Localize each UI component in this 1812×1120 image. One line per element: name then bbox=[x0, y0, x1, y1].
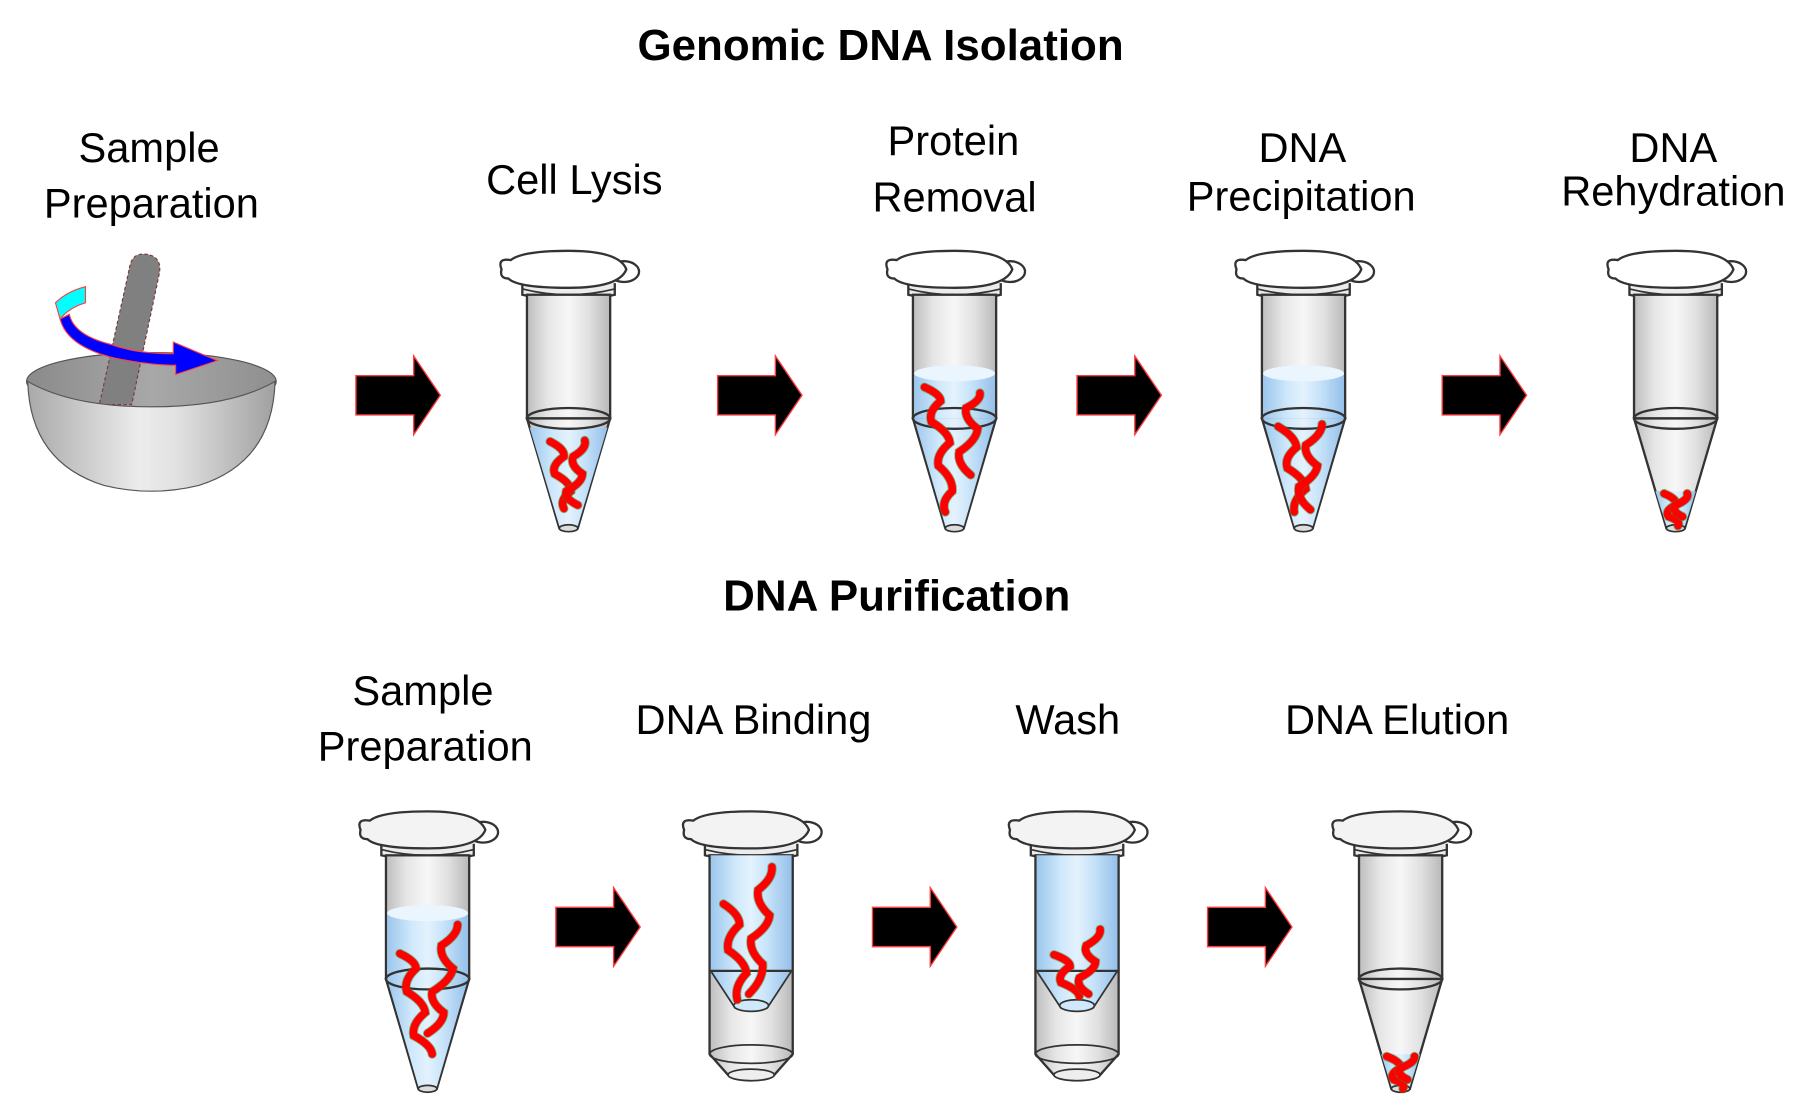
filter-membrane bbox=[732, 998, 770, 1013]
pestle bbox=[98, 253, 161, 406]
arrow-shape bbox=[871, 885, 958, 969]
mortar-and-pestle-icon bbox=[26, 253, 277, 492]
tube-rim bbox=[384, 967, 471, 991]
dna-strand bbox=[920, 383, 957, 516]
right-arrow-icon bbox=[555, 885, 642, 969]
step-label-line: Protein bbox=[887, 117, 1019, 164]
filter-membrane bbox=[1058, 998, 1096, 1013]
step-label-line: Sample bbox=[352, 667, 493, 714]
tube-cap bbox=[1606, 249, 1748, 302]
liquid bbox=[529, 427, 608, 526]
step-label-sample-preparation-2: Sample Preparation bbox=[318, 667, 533, 769]
tube-dna-elution bbox=[1331, 810, 1473, 1094]
dna-strand bbox=[745, 863, 776, 998]
step-label-line: Removal bbox=[872, 174, 1036, 221]
arrow-shape bbox=[355, 353, 442, 437]
dna-strand bbox=[719, 900, 751, 1004]
right-arrow-icon bbox=[1206, 885, 1293, 969]
right-arrow-icon bbox=[716, 353, 803, 437]
tube-dna-rehydration bbox=[1606, 249, 1748, 533]
dna-strand bbox=[955, 389, 984, 479]
tube-sample-preparation-2 bbox=[358, 810, 500, 1094]
step-label-line: Wash bbox=[1015, 696, 1120, 743]
spin-column-wash bbox=[1007, 810, 1149, 1082]
dna-strand bbox=[1660, 489, 1683, 530]
step-label-cell-lysis: Cell Lysis bbox=[486, 156, 662, 203]
dna-strand bbox=[1382, 1052, 1408, 1093]
step-label-line: Preparation bbox=[44, 179, 259, 226]
section-title-dna-purification: DNA Purification bbox=[723, 571, 1070, 620]
arrow-shape bbox=[1076, 353, 1163, 437]
arrow-shape bbox=[1206, 885, 1293, 969]
arrows-layer bbox=[355, 353, 1528, 969]
step-label-line: Sample bbox=[79, 124, 220, 171]
step-label-line: DNA Binding bbox=[636, 696, 872, 743]
tube-cap bbox=[885, 249, 1027, 302]
dna-strand bbox=[1074, 925, 1104, 998]
motion-arrow-tail bbox=[54, 285, 87, 321]
tube-body bbox=[1632, 293, 1719, 420]
dna-strand bbox=[1670, 489, 1692, 521]
tube-cell-lysis bbox=[499, 249, 641, 533]
tube-rim bbox=[1632, 406, 1719, 430]
tubes-layer bbox=[358, 249, 1748, 1094]
right-arrow-icon bbox=[871, 885, 958, 969]
step-label-line: DNA bbox=[1629, 124, 1717, 171]
tube-cap bbox=[1234, 249, 1376, 302]
arrow-shape bbox=[716, 353, 803, 437]
tube-body bbox=[1357, 854, 1444, 981]
tube-rim bbox=[1357, 967, 1444, 991]
spin-column-dna-binding bbox=[681, 810, 823, 1082]
tube-rim bbox=[911, 406, 998, 430]
step-label-line: Rehydration bbox=[1561, 168, 1785, 215]
tube-dna-precipitation bbox=[1234, 249, 1376, 533]
dna-strands bbox=[1049, 924, 1105, 1001]
dna-strands bbox=[395, 920, 463, 1059]
tube-rim bbox=[1260, 406, 1347, 430]
step-label-dna-elution: DNA Elution bbox=[1285, 696, 1509, 743]
tube-cap bbox=[1331, 810, 1473, 863]
tube-protein-removal bbox=[885, 249, 1027, 533]
step-label-wash: Wash bbox=[1015, 696, 1120, 743]
dna-strands bbox=[1659, 488, 1693, 531]
right-arrow-icon bbox=[1076, 353, 1163, 437]
dna-strands bbox=[718, 862, 777, 1005]
arrow-shape bbox=[1441, 353, 1528, 437]
dna-strands bbox=[1273, 419, 1327, 517]
dna-strands bbox=[545, 435, 590, 514]
tube-cap bbox=[1007, 810, 1149, 863]
step-label-protein-removal: Protein Removal bbox=[872, 117, 1036, 221]
motion-arrow bbox=[59, 313, 219, 376]
right-arrow-icon bbox=[355, 353, 442, 437]
step-label-dna-binding: DNA Binding bbox=[636, 696, 872, 743]
dna-strand bbox=[396, 949, 436, 1058]
tube-body bbox=[525, 293, 612, 420]
step-label-line: Cell Lysis bbox=[486, 156, 662, 203]
dna-strands bbox=[1382, 1051, 1420, 1094]
step-label-line: Preparation bbox=[318, 723, 533, 770]
tube-cap bbox=[499, 249, 641, 302]
step-label-dna-precipitation: DNA Precipitation bbox=[1187, 124, 1416, 220]
step-label-line: DNA Elution bbox=[1285, 696, 1509, 743]
dna-strands bbox=[919, 382, 985, 517]
tube-rim bbox=[525, 406, 612, 430]
step-label-line: Precipitation bbox=[1187, 172, 1416, 219]
tube-cap bbox=[681, 810, 823, 863]
dna-strand bbox=[1050, 950, 1084, 1001]
tube-cap bbox=[358, 810, 500, 863]
dna-strand bbox=[1294, 420, 1326, 514]
step-label-dna-rehydration: DNA Rehydration bbox=[1561, 124, 1785, 215]
dna-strand bbox=[423, 920, 462, 1038]
mortar-bowl bbox=[27, 380, 276, 492]
arrow-shape bbox=[555, 885, 642, 969]
spin-column bbox=[709, 854, 793, 1013]
right-arrow-icon bbox=[1441, 353, 1528, 437]
step-label-sample-preparation-1: Sample Preparation bbox=[44, 124, 259, 226]
section-title-genomic-dna-isolation: Genomic DNA Isolation bbox=[637, 21, 1123, 70]
dna-strand bbox=[562, 436, 589, 509]
liquid bbox=[1263, 365, 1344, 526]
dna-strand bbox=[1395, 1052, 1419, 1084]
step-label-line: DNA bbox=[1258, 124, 1346, 171]
